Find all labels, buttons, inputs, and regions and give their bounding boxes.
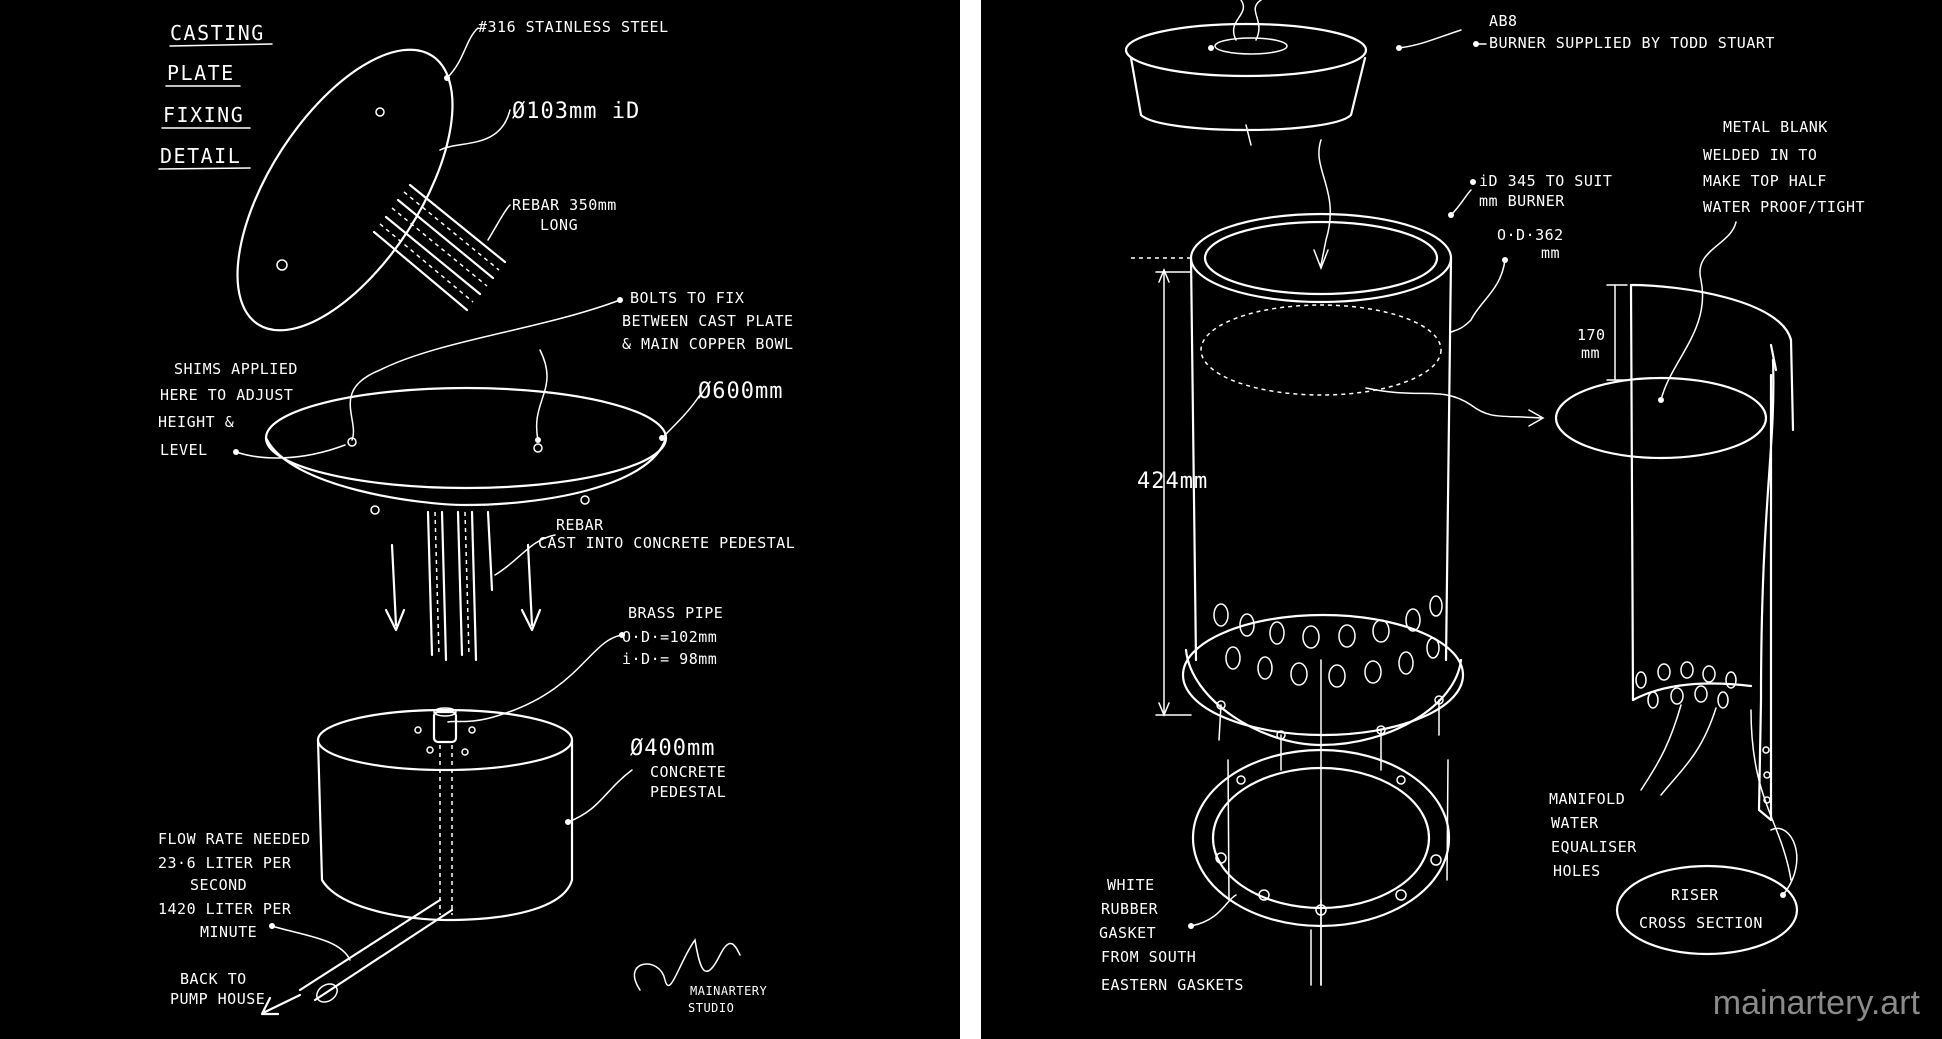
label-shims-4: LEVEL	[160, 441, 208, 459]
label-shims-2: HERE TO ADJUST	[160, 386, 293, 404]
label-shims-1: SHIMS APPLIED	[174, 360, 298, 378]
equaliser-holes	[1213, 595, 1443, 688]
casting-plate-sketch: CASTING PLATE FIXING DETAIL #316 STAINLE…	[158, 18, 795, 1016]
label-metal-blank-2: WELDED IN TO	[1703, 146, 1817, 164]
label-brass-pipe-3: i·D·= 98mm	[622, 650, 717, 668]
right-sketch-panel: AB8 BURNER SUPPLIED BY TODD STUART	[981, 0, 1942, 1039]
label-height-170-mm: mm	[1581, 344, 1600, 362]
label-cross-section: CROSS SECTION	[1639, 914, 1763, 932]
label-brass-pipe-1: BRASS PIPE	[628, 604, 723, 622]
label-shims-3: HEIGHT &	[158, 413, 234, 431]
label-id-345: iD 345 TO SUIT	[1479, 172, 1612, 190]
title-line-1: CASTING	[170, 21, 265, 45]
label-pedestal-2: CONCRETE	[650, 763, 726, 781]
riser-tube	[1189, 212, 1453, 688]
label-manifold-3: EQUALISER	[1551, 838, 1637, 856]
label-metal-blank-3: MAKE TOP HALF	[1703, 172, 1827, 190]
label-flow-2: 23·6 LITER PER	[158, 854, 292, 872]
studio-signature: MAINARTERY STUDIO	[633, 938, 768, 1015]
copper-bowl	[264, 386, 668, 515]
rubber-gasket	[1191, 659, 1451, 986]
riser-cross-section	[1554, 283, 1795, 822]
signature-studio-1: MAINARTERY	[690, 984, 768, 998]
title-line-2: PLATE	[167, 61, 235, 85]
sketch-title: CASTING PLATE FIXING DETAIL	[158, 21, 273, 170]
label-gasket-2: RUBBER	[1101, 900, 1159, 918]
label-bolts-1: BOLTS TO FIX	[630, 289, 744, 307]
watermark-text: mainartery.art	[1712, 984, 1920, 1022]
rebar-cast	[384, 510, 542, 662]
label-brass-pipe-2: O·D·=102mm	[622, 628, 717, 646]
label-bolts-3: & MAIN COPPER BOWL	[622, 335, 794, 353]
label-ab8: AB8	[1489, 12, 1518, 30]
label-back-to: BACK TO	[180, 970, 247, 988]
rebar-bundle	[372, 183, 507, 312]
base-flange	[1181, 613, 1465, 771]
label-rebar-long: LONG	[540, 216, 578, 234]
label-inner-diameter: Ø103mm iD	[512, 99, 640, 124]
label-riser: RISER	[1671, 886, 1719, 904]
burner-riser-sketch: AB8 BURNER SUPPLIED BY TODD STUART	[1099, 0, 1865, 994]
label-bolts-2: BETWEEN CAST PLATE	[622, 312, 794, 330]
label-od-362: O·D·362	[1497, 226, 1564, 244]
label-flow-3: SECOND	[190, 876, 247, 894]
label-height-170: 170	[1577, 326, 1606, 344]
label-metal-blank-4: WATER PROOF/TIGHT	[1703, 198, 1865, 216]
label-rebar-cast-1: REBAR	[556, 516, 604, 534]
label-gasket-3: GASKET	[1099, 924, 1156, 942]
label-pedestal-3: PEDESTAL	[650, 783, 726, 801]
label-manifold-2: WATER	[1551, 814, 1599, 832]
height-dimension	[1131, 257, 1192, 717]
label-flow-5: MINUTE	[200, 923, 257, 941]
title-line-3: FIXING	[163, 103, 244, 127]
casting-plate	[236, 48, 507, 332]
label-bowl-diameter: Ø600mm	[698, 379, 783, 404]
title-line-4: DETAIL	[160, 144, 241, 168]
label-flow-4: 1420 LITER PER	[158, 900, 292, 918]
label-id-burner: mm BURNER	[1479, 192, 1565, 210]
label-pump-house: PUMP HOUSE	[170, 990, 265, 1008]
burner-bowl	[1124, 0, 1368, 146]
label-metal-blank-1: METAL BLANK	[1723, 118, 1828, 136]
label-manifold-1: MANIFOLD	[1549, 790, 1625, 808]
label-flow-1: FLOW RATE NEEDED	[158, 830, 311, 848]
label-rebar-length: REBAR 350mm	[512, 196, 617, 214]
label-gasket-1: WHITE	[1107, 876, 1155, 894]
section-holes	[1635, 661, 1771, 804]
label-height-424: 424mm	[1137, 469, 1208, 494]
label-od-mm: mm	[1541, 244, 1560, 262]
label-pedestal-diameter: Ø400mm	[630, 736, 715, 761]
label-burner-supplier: BURNER SUPPLIED BY TODD STUART	[1489, 34, 1775, 52]
label-stainless-steel: #316 STAINLESS STEEL	[478, 18, 669, 36]
signature-studio-2: STUDIO	[688, 1001, 734, 1015]
label-rebar-cast-2: CAST INTO CONCRETE PEDESTAL	[538, 534, 795, 552]
label-gasket-5: EASTERN GASKETS	[1101, 976, 1244, 994]
left-sketch-panel: CASTING PLATE FIXING DETAIL #316 STAINLE…	[0, 0, 960, 1039]
label-manifold-4: HOLES	[1553, 862, 1601, 880]
label-gasket-4: FROM SOUTH	[1101, 948, 1196, 966]
concrete-pedestal	[316, 707, 574, 922]
